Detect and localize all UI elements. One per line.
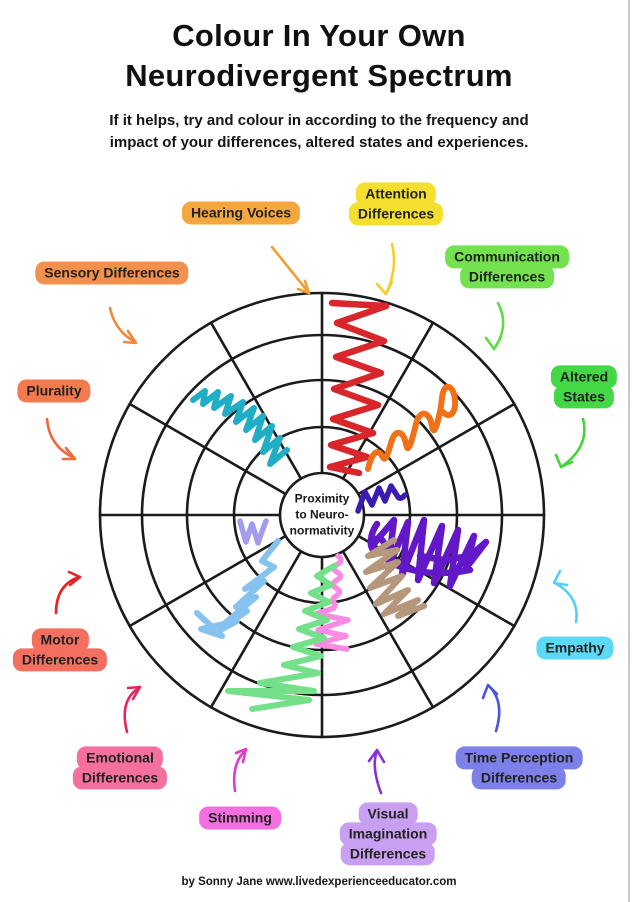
scribble-emotional xyxy=(194,538,281,639)
label-line: Communication xyxy=(445,245,569,269)
label-empathy: Empathy xyxy=(536,636,614,660)
label-emotional-differences: Emotional Differences xyxy=(72,746,168,790)
arrow-hearing-voices xyxy=(270,245,311,295)
label-line: Differences xyxy=(471,766,567,790)
label-line: Differences xyxy=(12,648,108,672)
label-line: Time Perception xyxy=(455,746,583,770)
scribble-visual-imagination xyxy=(313,553,351,652)
title-line-1: Colour In Your Own xyxy=(172,18,466,53)
arrow-empathy xyxy=(552,569,578,624)
scribble-communication xyxy=(365,384,459,472)
arrow-attention xyxy=(375,242,396,296)
label-line: Visual xyxy=(358,802,418,826)
label-visual-imagination-differences: Visual Imagination Differences xyxy=(339,802,437,866)
arrow-communication xyxy=(484,301,505,351)
credit-line: by Sonny Jane www.livedexperienceeducato… xyxy=(181,876,457,888)
scribble-sensory xyxy=(190,388,290,467)
label-line: Differences xyxy=(340,842,436,866)
label-line: Imagination xyxy=(339,822,437,846)
subtitle-line-1: If it helps, try and colour in according… xyxy=(109,112,529,129)
label-line: Stimming xyxy=(199,806,281,830)
label-motor-differences: Motor Differences xyxy=(12,628,108,672)
arrow-sensory xyxy=(108,306,138,345)
arrow-emotional xyxy=(123,685,142,734)
label-line: Differences xyxy=(348,202,444,226)
center-label-line: to Neuro- xyxy=(295,507,349,522)
label-communication-differences: Communication Differences xyxy=(445,245,569,289)
scribble-empathy xyxy=(367,516,490,590)
wheel-center-label: Proximity to Neuro- normativity xyxy=(266,491,378,540)
scribble-stimming xyxy=(225,563,337,712)
label-time-perception-differences: Time Perception Differences xyxy=(455,746,583,790)
label-line: Sensory Differences xyxy=(35,261,189,285)
label-line: Differences xyxy=(459,265,555,289)
label-hearing-voices: Hearing Voices xyxy=(181,201,301,225)
label-line: Altered xyxy=(550,365,618,389)
arrow-motor xyxy=(54,570,82,615)
arrow-plurality xyxy=(45,417,77,461)
scribble-attention xyxy=(326,299,390,477)
label-altered-states: Altered States xyxy=(550,365,618,409)
label-line: Hearing Voices xyxy=(181,201,301,225)
label-line: Empathy xyxy=(536,636,614,660)
arrow-visual-imagination xyxy=(367,748,386,795)
label-sensory-differences: Sensory Differences xyxy=(35,261,189,285)
label-line: States xyxy=(553,385,615,409)
label-line: Differences xyxy=(72,766,168,790)
scribble-altered-states xyxy=(355,483,408,514)
wheel-sector-lines xyxy=(98,291,546,739)
label-line: Plurality xyxy=(17,379,91,403)
scribble-empathy-2 xyxy=(392,561,474,577)
label-attention-differences: Attention Differences xyxy=(348,182,444,226)
label-line: Attention xyxy=(356,182,436,206)
page-title: Colour In Your Own Neurodivergent Spectr… xyxy=(0,16,638,95)
subtitle-line-2: impact of your differences, altered stat… xyxy=(109,133,529,151)
title-line-2: Neurodivergent Spectrum xyxy=(125,57,513,93)
label-line: Emotional xyxy=(77,746,163,770)
center-label-line: normativity xyxy=(289,524,355,539)
page-edge-divider xyxy=(628,0,630,902)
arrow-stimming xyxy=(232,747,248,793)
label-line: Motor xyxy=(31,628,89,652)
label-plurality: Plurality xyxy=(17,379,91,403)
scribble-motor xyxy=(237,518,269,546)
center-label-line: Proximity xyxy=(294,491,350,506)
scribble-time-perception xyxy=(363,537,427,619)
page-subtitle: If it helps, try and colour in according… xyxy=(0,110,638,154)
arrow-time-perception xyxy=(481,683,501,733)
wheel-hub xyxy=(278,471,366,559)
arrow-altered-states xyxy=(554,417,586,469)
label-stimming: Stimming xyxy=(199,806,281,830)
